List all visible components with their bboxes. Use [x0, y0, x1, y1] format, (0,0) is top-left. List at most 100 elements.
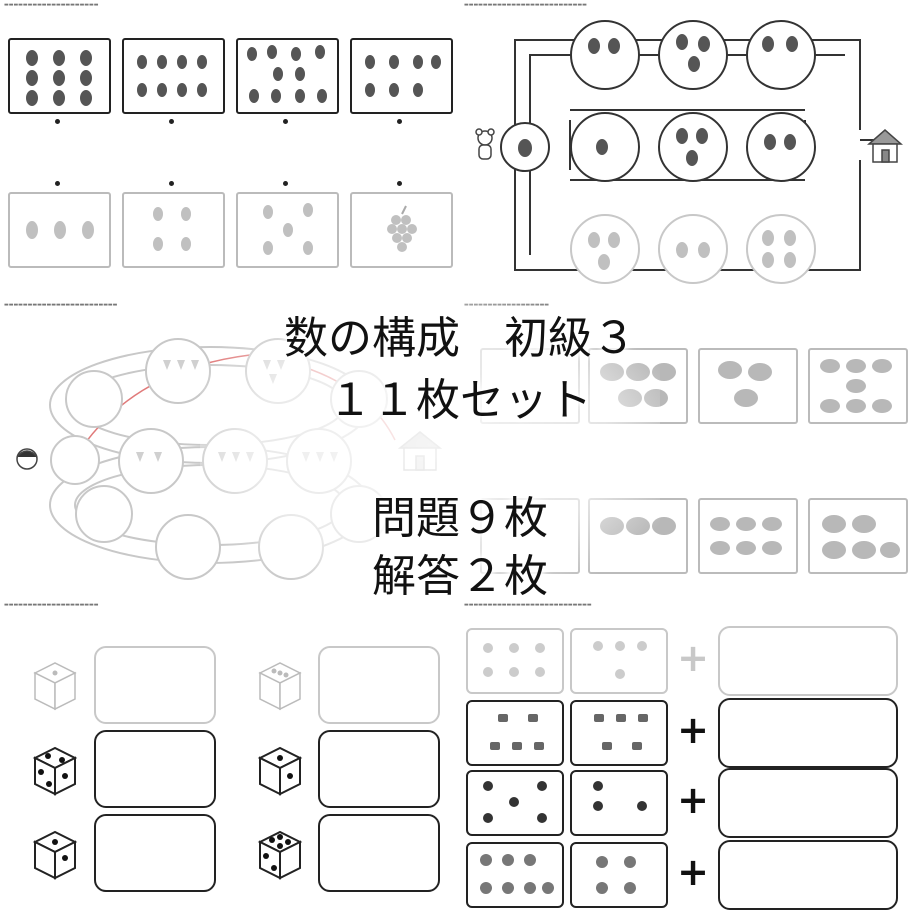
plus-icon: + [677, 636, 709, 680]
blob-box [480, 348, 580, 424]
strawberry-circle [658, 214, 728, 284]
instruction-text: ▬▬▬▬▬▬▬▬▬▬▬▬▬▬▬▬▬▬▬▬ [4, 602, 99, 608]
answer-box[interactable] [94, 646, 216, 724]
blob-shapes [710, 517, 782, 555]
house-icon [397, 431, 443, 471]
match-dot[interactable] [283, 181, 288, 186]
blob-box [588, 498, 688, 574]
group-box [570, 700, 668, 766]
tulip-circle [75, 485, 133, 543]
animal-icons [483, 643, 545, 677]
animal-icons [593, 781, 647, 811]
animal-icons [490, 714, 544, 750]
answer-box[interactable] [318, 646, 440, 724]
strawberry-icon [596, 139, 608, 155]
strawberry-icon [518, 139, 532, 157]
blob-box [588, 348, 688, 424]
answer-box[interactable] [94, 730, 216, 808]
strawberry-circle [746, 214, 816, 284]
tulip-icon [163, 360, 199, 370]
grape-box [122, 192, 225, 268]
group-box [466, 842, 564, 908]
match-dot[interactable] [169, 119, 174, 124]
grape-box [350, 192, 453, 268]
match-dot[interactable] [55, 119, 60, 124]
answer-box[interactable] [318, 814, 440, 892]
tulip-circle [155, 514, 221, 580]
strawberry-icon [676, 128, 708, 166]
worksheet-tulip-route: ▬▬▬▬▬▬▬▬▬▬▬▬▬▬▬▬▬▬▬▬▬▬▬▬ [0, 300, 460, 600]
animal-icons [480, 854, 554, 894]
girl-icon [16, 448, 38, 470]
blob-box [698, 348, 798, 424]
answer-box[interactable] [718, 768, 898, 838]
grape-box [236, 192, 339, 268]
strawberry-icon [762, 230, 796, 268]
tulip-circle [50, 435, 100, 485]
strawberry-circle [570, 112, 640, 182]
strawberry-icon [676, 34, 710, 72]
tulip-circle [65, 370, 123, 428]
grape-box [8, 192, 111, 268]
tulip-circle [330, 370, 388, 428]
group-box [466, 770, 564, 836]
blob-box [808, 498, 908, 574]
tulip-icon [218, 452, 254, 462]
match-dot[interactable] [169, 181, 174, 186]
tulip-icon [302, 452, 338, 462]
animal-icons [596, 856, 636, 894]
tulip-circle [245, 338, 311, 404]
match-dot[interactable] [397, 181, 402, 186]
match-dot[interactable] [55, 181, 60, 186]
grape-box [350, 38, 453, 114]
tulip-icon [136, 452, 162, 462]
worksheet-grapes: ▬▬▬▬▬▬▬▬▬▬▬▬▬▬▬▬▬▬▬▬ [0, 0, 460, 300]
instruction-text: ▬▬▬▬▬▬▬▬▬▬▬▬▬▬▬▬▬▬▬▬▬▬▬▬ [4, 302, 118, 308]
animal-icons [483, 781, 547, 823]
blob-shapes [600, 363, 676, 407]
strawberry-circle [658, 112, 728, 182]
plus-icon: + [677, 850, 709, 894]
plus-icon: + [677, 708, 709, 752]
match-dot[interactable] [397, 119, 402, 124]
tulip-circle [202, 428, 268, 494]
tulip-circle [118, 428, 184, 494]
group-box [570, 842, 668, 908]
worksheet-dice: ▬▬▬▬▬▬▬▬▬▬▬▬▬▬▬▬▬▬▬▬ [0, 600, 460, 920]
animal-icons [593, 641, 647, 679]
instruction-text: ▬▬▬▬▬▬▬▬▬▬▬▬▬▬▬▬▬▬▬▬ [4, 2, 99, 8]
strawberry-circle [570, 214, 640, 284]
instruction-text: ▬▬▬▬▬▬▬▬▬▬▬▬▬▬▬▬▬▬▬▬▬▬▬▬▬▬ [464, 2, 587, 8]
dice-icon [32, 746, 78, 796]
tulip-circle [145, 338, 211, 404]
answer-box[interactable] [718, 698, 898, 768]
group-box [466, 628, 564, 694]
answer-box[interactable] [718, 626, 898, 696]
dice-icon [257, 830, 303, 880]
dice-icon [257, 746, 303, 796]
answer-box[interactable] [94, 814, 216, 892]
grape-icon [263, 203, 313, 255]
answer-box[interactable] [318, 730, 440, 808]
answer-box[interactable] [718, 840, 898, 910]
strawberry-icon [764, 134, 796, 150]
house-icon [867, 129, 903, 163]
instruction-text: ▬▬▬▬▬▬▬▬▬▬▬▬▬▬▬▬▬▬▬▬▬▬▬▬▬▬▬ [464, 602, 592, 608]
group-box [570, 628, 668, 694]
tulip-icon [263, 360, 285, 384]
worksheet-strawberry-route: ▬▬▬▬▬▬▬▬▬▬▬▬▬▬▬▬▬▬▬▬▬▬▬▬▬▬ [460, 0, 920, 300]
blob-shapes [718, 361, 772, 407]
blob-shapes [822, 515, 900, 559]
tulip-circle [258, 514, 324, 580]
strawberry-icon [588, 38, 620, 54]
match-dot[interactable] [283, 119, 288, 124]
bear-icon [475, 128, 495, 160]
blob-box [480, 498, 580, 574]
worksheet-addition: ▬▬▬▬▬▬▬▬▬▬▬▬▬▬▬▬▬▬▬▬▬▬▬▬▬▬▬ + + + + [460, 600, 920, 920]
strawberry-circle [746, 112, 816, 182]
strawberry-icon [676, 242, 710, 258]
dice-icon [33, 662, 77, 711]
animal-icons [594, 714, 648, 750]
grape-icon [26, 50, 92, 106]
blob-box [698, 498, 798, 574]
